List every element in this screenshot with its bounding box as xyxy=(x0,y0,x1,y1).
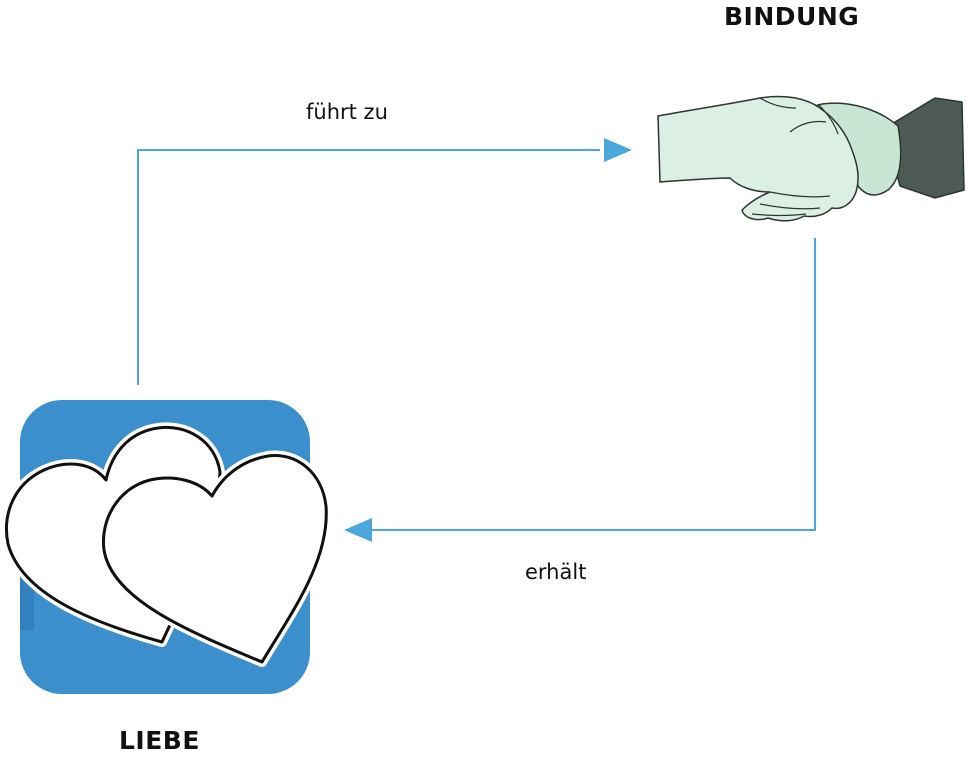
handshake-icon xyxy=(657,95,965,222)
edge-label-erhaelt: erhält xyxy=(525,560,587,584)
node-label-liebe: LIEBE xyxy=(119,726,200,755)
edge-fuehrt-zu xyxy=(137,138,632,385)
edge-erhaelt xyxy=(344,238,816,542)
arrowhead-right-icon xyxy=(604,138,632,162)
arrowhead-left-icon xyxy=(344,518,372,542)
two-hearts-icon xyxy=(1,400,332,694)
edge-label-fuehrt-zu: führt zu xyxy=(306,100,388,124)
node-label-bindung: BINDUNG xyxy=(724,2,860,31)
